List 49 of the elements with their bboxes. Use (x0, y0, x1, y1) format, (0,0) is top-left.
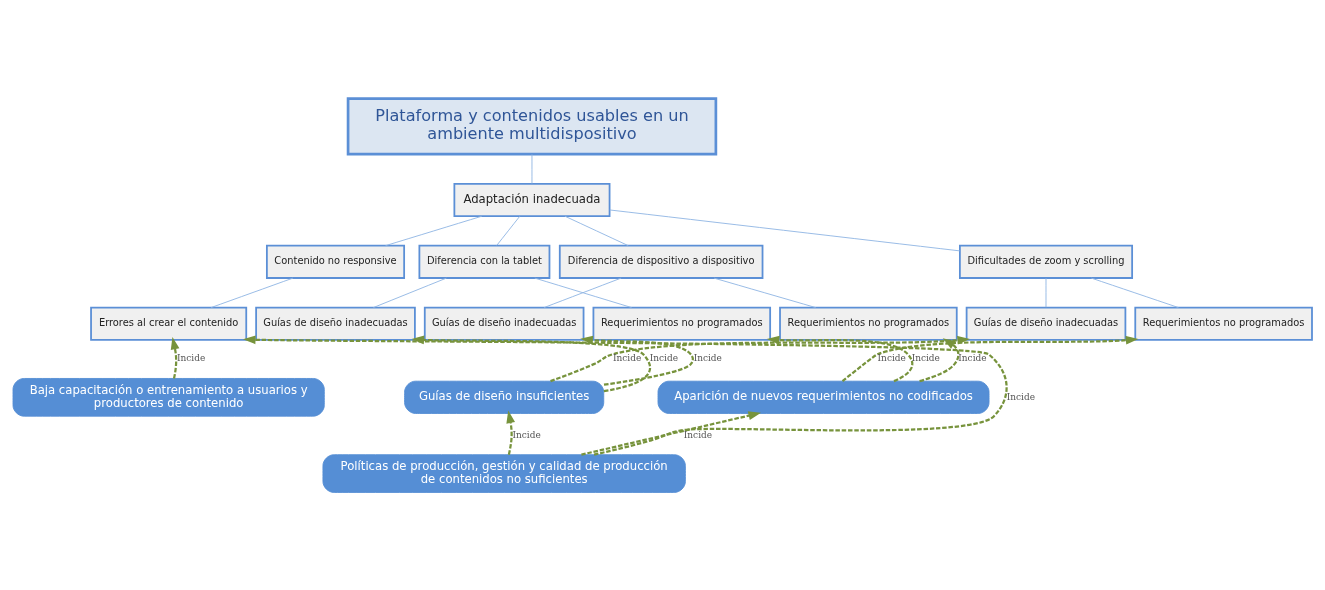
node-box: Diferencia con la tablet (418, 244, 551, 279)
node-box: Políticas de producción, gestión y calidad de producción de contenidos no suficientes (322, 453, 686, 493)
arrow (919, 337, 960, 382)
connector (496, 215, 521, 246)
edge-label: Incide (612, 352, 642, 363)
connector (564, 215, 629, 246)
edge-label: Incide (176, 352, 206, 363)
connector (543, 277, 622, 308)
edge-label: Incide (958, 352, 987, 363)
connector (210, 277, 294, 308)
connector (713, 277, 817, 308)
connector (372, 277, 447, 308)
arrow (411, 335, 652, 392)
edge-label: Incide (693, 352, 722, 363)
node-box: Guías de diseño insuficientes (404, 380, 605, 414)
arrow (506, 409, 516, 455)
node-box: Dificultades de zoom y scrolling (959, 244, 1134, 279)
edge-label: Incide (683, 429, 713, 440)
arrow (550, 335, 970, 382)
node-box: Guías de diseño inadecuadas (965, 306, 1127, 341)
arrow (581, 410, 762, 456)
node-box: Requerimientos no programados (592, 306, 772, 341)
edge-label: Incide (911, 352, 940, 363)
edge-label: Incide (512, 429, 541, 440)
node-box: Requerimientos no programados (1134, 306, 1313, 341)
connector (385, 215, 483, 246)
node-box: Baja capacitación o entrenamiento a usuarios y productores de contenido (12, 377, 325, 417)
node-box: Contenido no responsive (266, 244, 406, 279)
connector (1045, 277, 1047, 308)
node-box: Diferencia de dispositivo a dispositivo (558, 244, 764, 279)
node-box: Guías de diseño inadecuadas (255, 306, 416, 341)
arrow (580, 335, 694, 386)
arrow (170, 336, 180, 379)
arrow (841, 335, 1139, 382)
node-box: Guías de diseño inadecuadas (423, 306, 585, 341)
edge-label: Incide (649, 352, 678, 363)
node-box: Requerimientos no programados (779, 306, 958, 341)
edge-label: Incide (877, 352, 906, 363)
connector (1090, 277, 1179, 308)
edge-label: Incide (1006, 391, 1036, 402)
node-box: Plataforma y contenidos usables en un ambiente multidispositivo (346, 96, 718, 156)
connector (534, 277, 633, 308)
connector (531, 153, 533, 184)
node-box: Errores al crear el contenido (90, 306, 248, 341)
node-box: Adaptación inadecuada (453, 182, 611, 217)
node-box: Aparición de nuevos requerimientos no codificados (657, 380, 990, 414)
arrow (766, 335, 914, 382)
connector (609, 209, 961, 251)
arrow (242, 334, 1008, 456)
